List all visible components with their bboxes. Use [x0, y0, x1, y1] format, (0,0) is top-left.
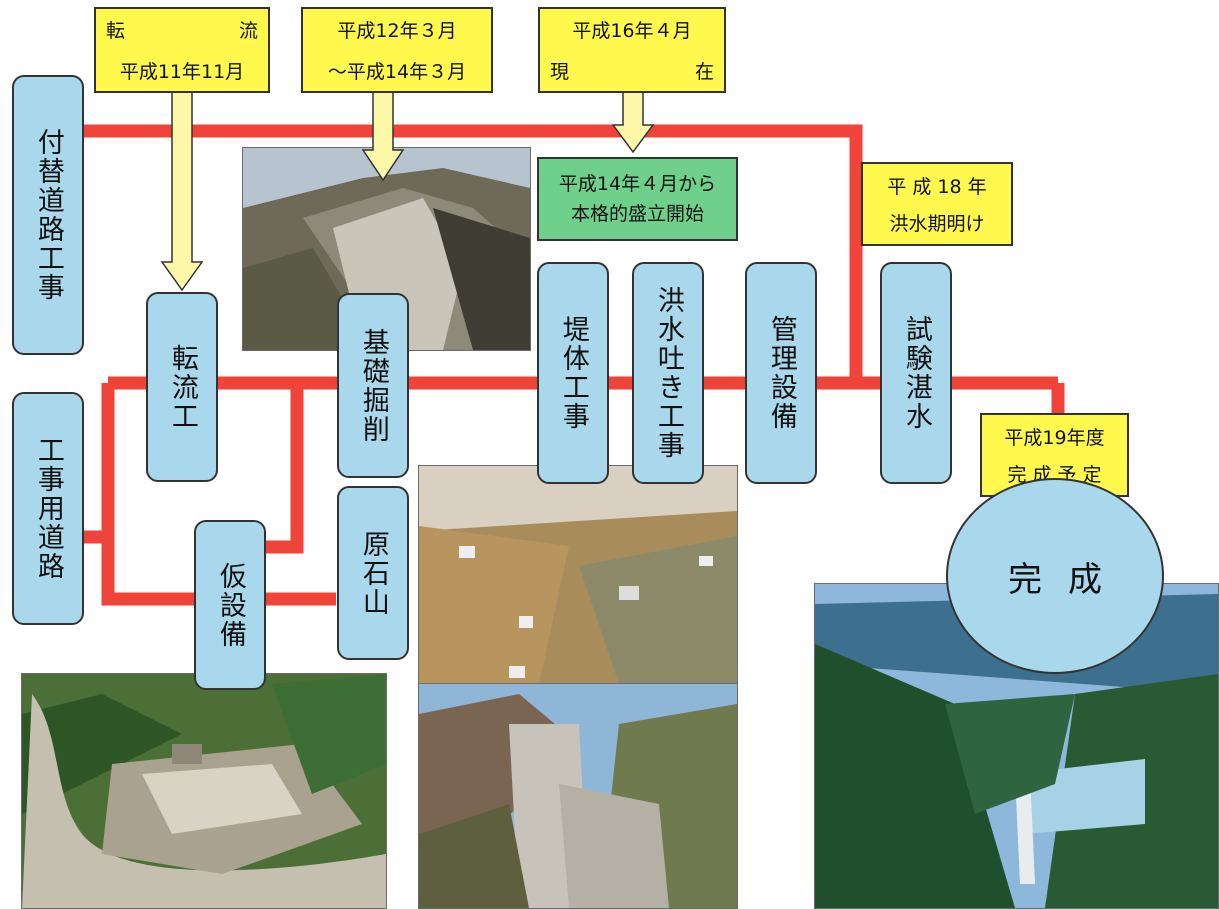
arrow-to-diversion	[160, 91, 204, 292]
step-embankment-work: 堤体工事	[537, 262, 609, 484]
step-construction-road: 工事用道路	[12, 392, 84, 625]
completion-circle: 完成	[946, 478, 1164, 674]
step-construction-road-label: 工事用道路	[32, 436, 64, 581]
temp-facility-branch	[266, 383, 304, 554]
step-embankment-work-label: 堤体工事	[557, 315, 589, 431]
step-quarry-label: 原石山	[357, 529, 389, 617]
step-foundation-excavation: 基礎掘削	[337, 293, 409, 478]
callout-test-impounding: 平 成 18 年 洪水期明け	[861, 162, 1013, 246]
step-test-impounding-label: 試験湛水	[900, 315, 932, 431]
upper-flow-line	[80, 124, 863, 383]
callout-diversion-date: 平成11年11月	[119, 61, 245, 83]
callout-diversion: 転 流 平成11年11月	[94, 7, 270, 93]
completion-label: 完成	[1008, 559, 1128, 600]
callout-present-left: 現	[550, 61, 570, 83]
photo-temporary-facilities	[21, 673, 387, 909]
arrow-to-excavation	[361, 91, 405, 182]
step-control-facilities: 管理設備	[745, 262, 817, 484]
step-diversion-work: 転流工	[146, 292, 218, 482]
step-foundation-excavation-label: 基礎掘削	[357, 327, 389, 444]
callout-excavation: 平成12年３月 ～平成14年３月	[301, 7, 493, 93]
callout-completion-year: 平成19年度	[1004, 427, 1105, 449]
step-diversion-work-label: 転流工	[166, 343, 198, 431]
callout-present-right: 在	[694, 61, 714, 83]
callout-test-timing: 洪水期明け	[889, 213, 985, 235]
callout-present: 平成16年４月 現 在	[538, 7, 726, 93]
arrow-to-embankment	[611, 91, 655, 154]
step-test-impounding: 試験湛水	[880, 262, 952, 484]
step-control-facilities-label: 管理設備	[765, 315, 797, 431]
step-temporary-facilities: 仮設備	[194, 520, 266, 690]
step-spillway-work: 洪水吐き工事	[632, 262, 704, 484]
callout-present-date: 平成16年４月	[572, 20, 692, 42]
callout-diversion-left: 転	[106, 20, 126, 42]
callout-excavation-end: ～平成14年３月	[327, 61, 467, 83]
callout-embankment-text: 本格的盛立開始	[570, 203, 704, 225]
callout-excavation-start: 平成12年３月	[337, 20, 457, 42]
callout-test-year: 平 成 18 年	[887, 176, 987, 198]
step-spillway-work-label: 洪水吐き工事	[652, 286, 684, 460]
callout-embankment-date: 平成14年４月から	[558, 172, 717, 195]
callout-diversion-right: 流	[238, 20, 258, 42]
step-relocated-road-label: 付替道路工事	[32, 128, 64, 302]
step-relocated-road: 付替道路工事	[12, 75, 84, 355]
callout-embankment-start: 平成14年４月から 本格的盛立開始	[537, 157, 738, 241]
photo-dam-under-construction	[418, 683, 738, 909]
step-quarry: 原石山	[337, 486, 409, 660]
step-temporary-facilities-label: 仮設備	[214, 561, 246, 649]
